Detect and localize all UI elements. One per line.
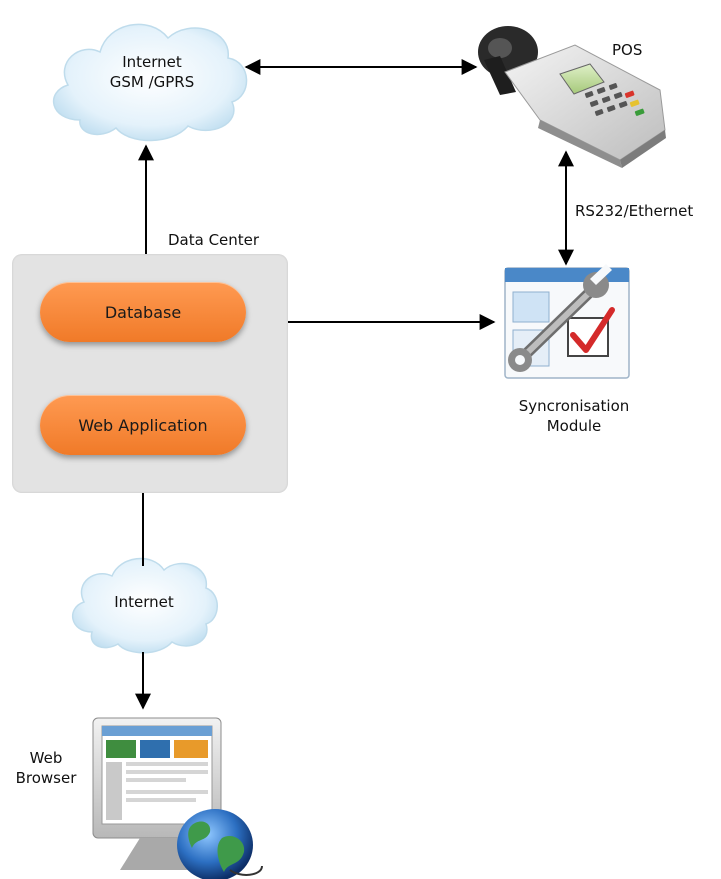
- database-label: Database: [104, 302, 182, 322]
- sync-module-label-line1: Syncronisation: [518, 397, 630, 415]
- monitor-globe-icon: [92, 717, 263, 879]
- browser-label-line1: Web: [29, 749, 63, 767]
- browser-label-line2: Browser: [15, 769, 77, 787]
- web-application-node: Web Application: [40, 395, 246, 455]
- pos-terminal-icon: [478, 26, 666, 168]
- data-center-title: Data Center: [168, 231, 260, 249]
- database-node: Database: [40, 282, 246, 342]
- pos-link-label: RS232/Ethernet: [575, 202, 694, 220]
- cloud-top-label-line1: Internet: [122, 53, 182, 71]
- web-application-label: Web Application: [78, 415, 208, 435]
- cloud-bottom-label: Internet: [114, 593, 174, 611]
- cloud-top-label-line2: GSM /GPRS: [109, 73, 195, 91]
- wrench-window-icon: [504, 264, 630, 379]
- internet-gsm-cloud-icon: [52, 23, 248, 142]
- pos-label: POS: [612, 41, 643, 59]
- internet-cloud-icon: [71, 557, 218, 654]
- sync-module-label-line2: Module: [546, 417, 602, 435]
